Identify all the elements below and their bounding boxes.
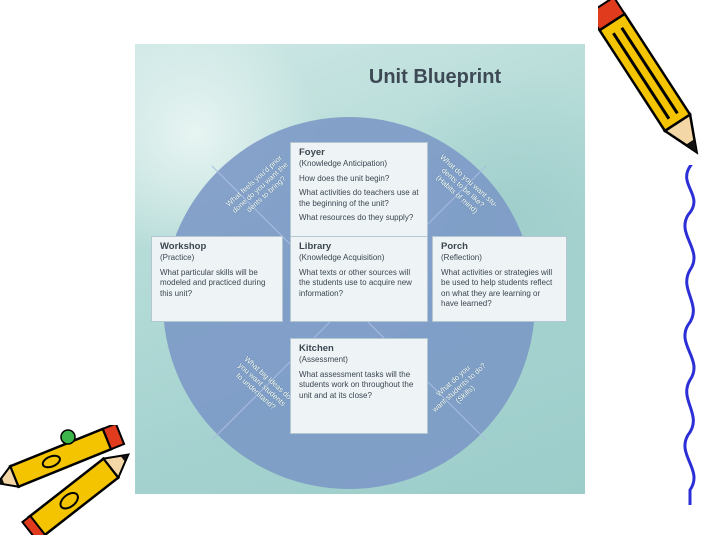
- unit-blueprint-image: Unit Blueprint What feels you'd prior do…: [135, 44, 585, 494]
- workshop-title: Workshop: [160, 241, 207, 252]
- kitchen-question: What assessment tasks will the students …: [299, 369, 414, 400]
- porch-subtitle: (Reflection): [441, 253, 482, 262]
- foyer-question: What resources do they supply?: [299, 213, 414, 222]
- foyer-title: Foyer: [299, 147, 325, 158]
- foyer-question: How does the unit begin?: [299, 173, 390, 183]
- library-subtitle: (Knowledge Acquisition): [299, 253, 385, 262]
- foyer-subtitle: (Knowledge Anticipation): [299, 159, 388, 168]
- pencil-clipart-top-right: [598, 0, 699, 155]
- pencils-clipart-bottom-left: [0, 425, 130, 535]
- porch-title: Porch: [441, 241, 468, 252]
- kitchen-subtitle: (Assessment): [299, 355, 348, 364]
- kitchen-box: Kitchen (Assessment) What assessment tas…: [290, 338, 428, 434]
- porch-question: What activities or strategies will be us…: [441, 267, 553, 309]
- library-box: Library (Knowledge Acquisition) What tex…: [290, 236, 428, 322]
- foyer-question: What activities do teachers use at the b…: [299, 188, 419, 208]
- diagram-title: Unit Blueprint: [368, 66, 502, 88]
- porch-box: Porch (Reflection) What activities or st…: [432, 236, 567, 322]
- kitchen-title: Kitchen: [299, 343, 334, 354]
- workshop-box: Workshop (Practice) What particular skil…: [151, 236, 283, 322]
- squiggle-line-right: [683, 165, 696, 505]
- library-question: What texts or other sources will the stu…: [299, 267, 412, 298]
- workshop-subtitle: (Practice): [160, 253, 195, 262]
- blueprint-diagram: What feels you'd prior done do you want …: [147, 116, 571, 490]
- workshop-question: What particular skills will be modeled a…: [160, 267, 266, 298]
- library-title: Library: [299, 241, 332, 252]
